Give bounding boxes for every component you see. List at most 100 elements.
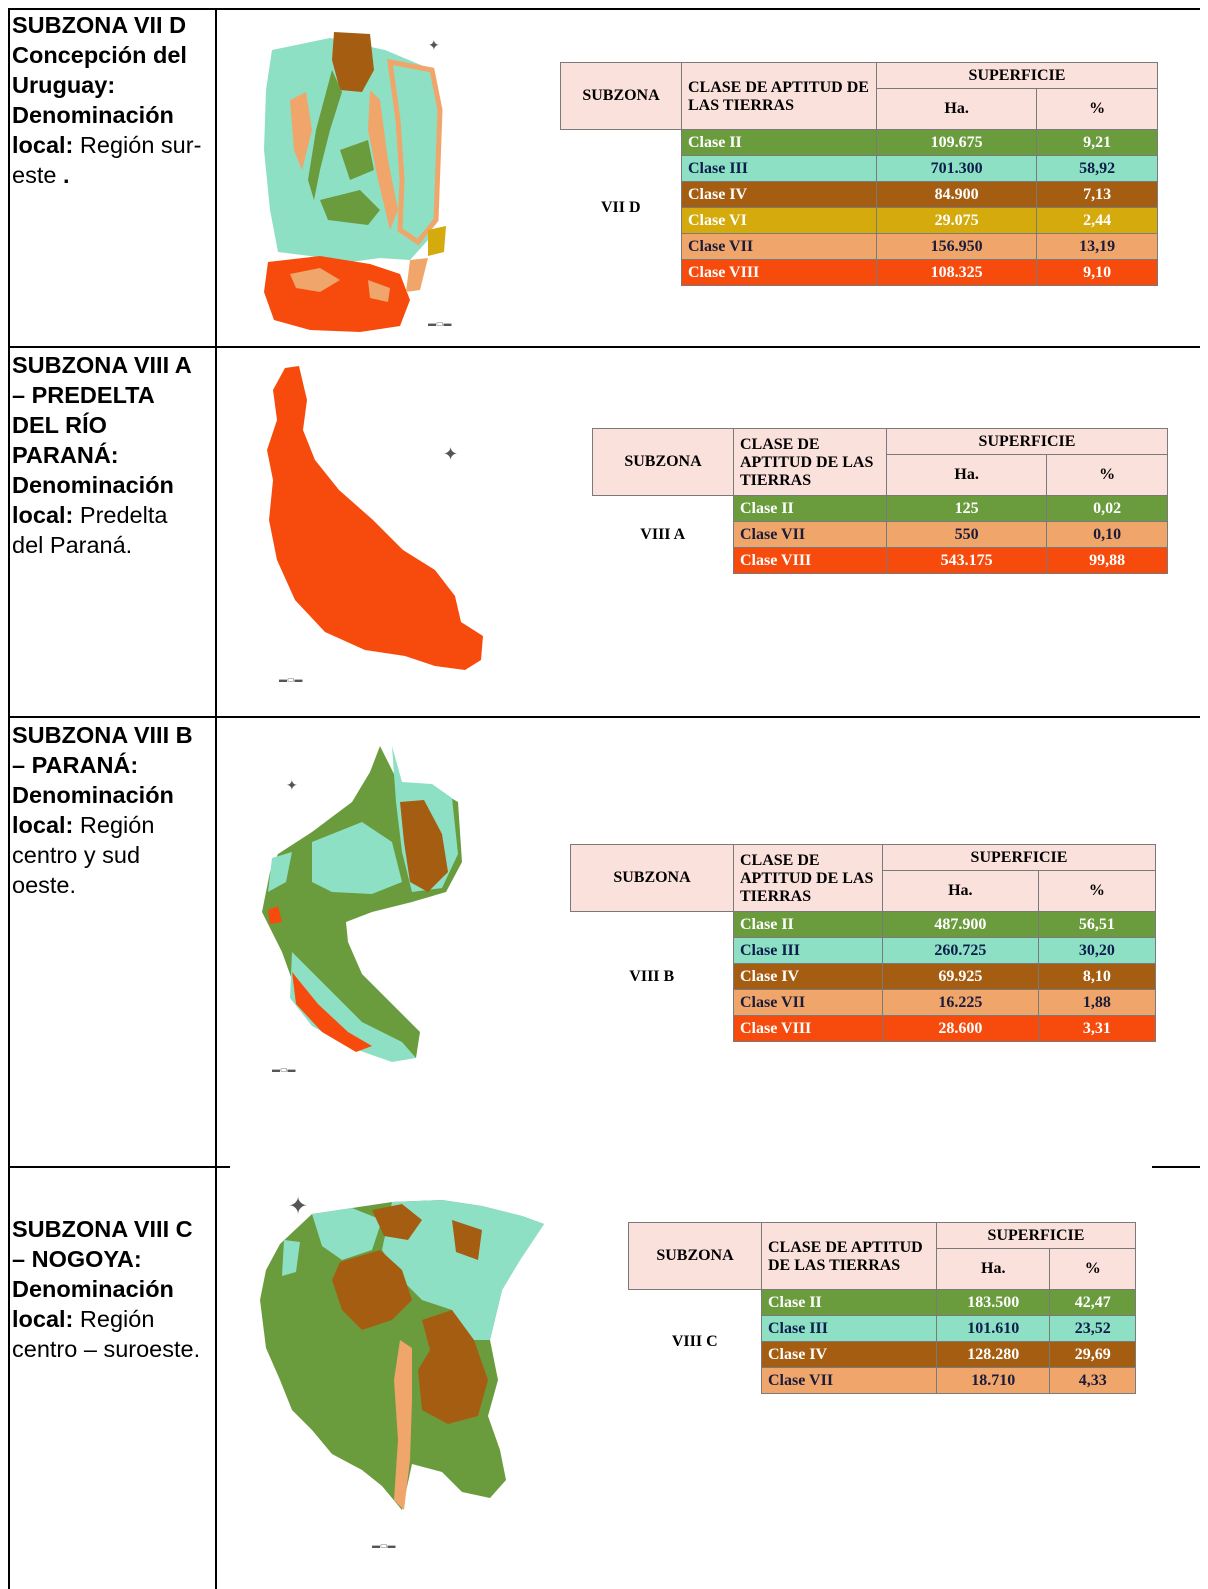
class-name: Clase II xyxy=(733,911,883,938)
class-pct: 30,20 xyxy=(1037,937,1157,964)
row-divider-3-left xyxy=(8,1166,230,1168)
class-pct: 9,21 xyxy=(1036,129,1158,156)
row-divider-2 xyxy=(8,716,1200,718)
header-pct: % xyxy=(1049,1248,1136,1290)
map-subzone-viii-c: ✦ ▬▭▬ xyxy=(260,1193,544,1550)
header-clase: CLASE DE APTITUD DE LAS TIERRAS xyxy=(761,1222,937,1290)
class-ha: 29.075 xyxy=(875,207,1038,234)
subzone-label-viii-a: SUBZONA VIII A – PREDELTA DEL RÍO PARANÁ… xyxy=(12,350,204,560)
table-subzone-viii-a: SUBZONA CLASE DE APTITUD DE LAS TIERRAS … xyxy=(592,428,1168,574)
zone-code: VIII B xyxy=(570,911,734,1042)
header-subzona: SUBZONA xyxy=(560,62,682,130)
zone-code: VIII C xyxy=(628,1289,762,1394)
compass-icon: ✦ xyxy=(428,37,440,53)
zone-code: VII D xyxy=(560,129,682,286)
class-name: Clase VII xyxy=(733,521,887,548)
header-pct: % xyxy=(1036,88,1158,130)
class-name: Clase VIII xyxy=(733,547,887,574)
scale-bar-icon: ▬▭▬ xyxy=(428,319,452,328)
table-subzone-viii-c: SUBZONA CLASE DE APTITUD DE LAS TIERRAS … xyxy=(628,1222,1136,1394)
header-pct: % xyxy=(1037,870,1157,912)
class-pct: 29,69 xyxy=(1049,1341,1136,1368)
class-pct: 42,47 xyxy=(1049,1289,1136,1316)
class-name: Clase VII xyxy=(733,989,883,1016)
class-name: Clase II xyxy=(681,129,877,156)
class-name: Clase II xyxy=(761,1289,937,1316)
subzone-title: SUBZONA VIII B – PARANÁ: Denominación lo… xyxy=(12,722,193,838)
row-divider-1 xyxy=(8,346,1200,348)
header-superficie: SUPERFICIE xyxy=(882,844,1156,871)
frame-left-border xyxy=(8,8,10,1589)
class-ha: 109.675 xyxy=(875,129,1038,156)
class-pct: 9,10 xyxy=(1036,259,1158,286)
class-name: Clase II xyxy=(733,495,887,522)
class-name: Clase III xyxy=(733,937,883,964)
subzone-local-name: Región centro y sud oeste. xyxy=(12,812,155,898)
class-ha: 543.175 xyxy=(885,547,1048,574)
class-ha: 156.950 xyxy=(875,233,1038,260)
class-name: Clase VII xyxy=(681,233,877,260)
subzone-local-name: Región centro – suroeste. xyxy=(12,1306,201,1362)
class-name: Clase VIII xyxy=(733,1015,883,1042)
class-ha: 18.710 xyxy=(935,1367,1051,1394)
class-pct: 1,88 xyxy=(1037,989,1157,1016)
class-pct: 58,92 xyxy=(1036,155,1158,182)
scale-bar-icon: ▬▭▬ xyxy=(372,1541,396,1550)
compass-icon: ✦ xyxy=(288,1193,308,1220)
class-ha: 701.300 xyxy=(875,155,1038,182)
class-name: Clase IV xyxy=(761,1341,937,1368)
class-ha: 16.225 xyxy=(882,989,1039,1016)
class-name: Clase VI xyxy=(681,207,877,234)
subzone-local-name: Región sur-este xyxy=(12,132,202,188)
class-ha: 128.280 xyxy=(935,1341,1051,1368)
table-subzone-viii-b: SUBZONA CLASE DE APTITUD DE LAS TIERRAS … xyxy=(570,844,1157,1042)
subzone-label-vii-d: SUBZONA VII D Concepción del Uruguay: De… xyxy=(12,10,204,190)
header-clase: CLASE DE APTITUD DE LAS TIERRAS xyxy=(681,62,877,130)
class-ha: 260.725 xyxy=(882,937,1039,964)
subzone-local-name: Predelta del Paraná. xyxy=(12,502,168,558)
class-ha: 84.900 xyxy=(875,181,1038,208)
class-pct: 13,19 xyxy=(1036,233,1158,260)
label-tail: . xyxy=(62,162,70,188)
header-superficie: SUPERFICIE xyxy=(886,428,1168,455)
header-clase: CLASE DE APTITUD DE LAS TIERRAS xyxy=(733,844,883,912)
frame-top-border xyxy=(8,8,1200,10)
header-ha: Ha. xyxy=(882,870,1039,912)
class-pct: 8,10 xyxy=(1037,963,1157,990)
header-superficie: SUPERFICIE xyxy=(936,1222,1136,1249)
subzone-title: SUBZONA VII D Concepción del Uruguay: De… xyxy=(12,12,187,158)
class-name: Clase IV xyxy=(681,181,877,208)
map-subzone-viii-b: ✦ ▬▭▬ xyxy=(262,746,462,1074)
zone-code: VIII A xyxy=(592,495,734,574)
class-name: Clase IV xyxy=(733,963,883,990)
compass-icon: ✦ xyxy=(443,444,458,464)
class-ha: 108.325 xyxy=(875,259,1038,286)
map-subzone-vii-d: ✦ ▬▭▬ xyxy=(264,32,452,332)
class-pct: 2,44 xyxy=(1036,207,1158,234)
class-pct: 99,88 xyxy=(1046,547,1168,574)
header-superficie: SUPERFICIE xyxy=(876,62,1158,89)
class-name: Clase VIII xyxy=(681,259,877,286)
class-ha: 183.500 xyxy=(935,1289,1051,1316)
compass-icon: ✦ xyxy=(286,777,298,793)
header-subzona: SUBZONA xyxy=(628,1222,762,1290)
table-subzone-vii-d: SUBZONA CLASE DE APTITUD DE LAS TIERRAS … xyxy=(560,62,1158,286)
class-name: Clase III xyxy=(681,155,877,182)
subzone-title: SUBZONA VIII C – NOGOYA: Denominación lo… xyxy=(12,1216,193,1332)
header-subzona: SUBZONA xyxy=(592,428,734,496)
class-name: Clase III xyxy=(761,1315,937,1342)
class-ha: 28.600 xyxy=(882,1015,1039,1042)
header-ha: Ha. xyxy=(875,88,1038,130)
header-pct: % xyxy=(1046,454,1168,496)
class-ha: 550 xyxy=(885,521,1048,548)
class-ha: 125 xyxy=(885,495,1048,522)
subzone-label-viii-b: SUBZONA VIII B – PARANÁ: Denominación lo… xyxy=(12,720,204,900)
scale-bar-icon: ▬▭▬ xyxy=(272,1065,296,1074)
header-subzona: SUBZONA xyxy=(570,844,734,912)
class-pct: 0,02 xyxy=(1046,495,1168,522)
class-ha: 69.925 xyxy=(882,963,1039,990)
header-clase: CLASE DE APTITUD DE LAS TIERRAS xyxy=(733,428,887,496)
header-ha: Ha. xyxy=(935,1248,1051,1290)
subzone-title: SUBZONA VIII A – PREDELTA DEL RÍO PARANÁ… xyxy=(12,352,191,528)
frame-column-divider xyxy=(215,8,217,1589)
